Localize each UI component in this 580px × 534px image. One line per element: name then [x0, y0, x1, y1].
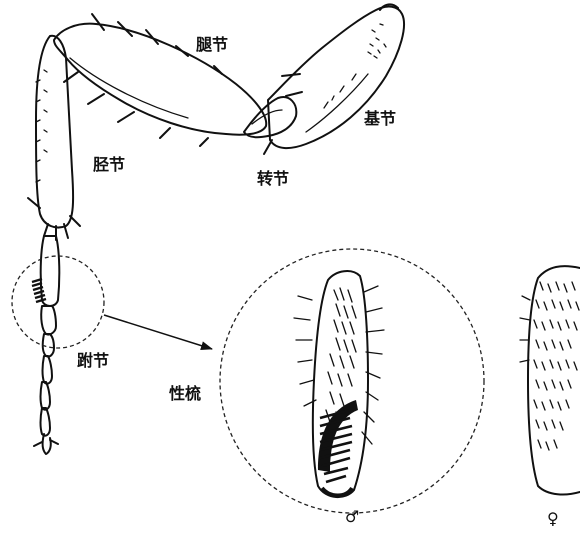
label-tarsus: 跗节: [77, 351, 109, 370]
label-tibia: 胫节: [93, 155, 125, 174]
label-coxa: 基节: [363, 109, 396, 128]
enlarged-male-view: [220, 249, 484, 513]
tibia-segment: [28, 36, 80, 240]
enlarged-view-circle: [220, 249, 484, 513]
leg-drawing: [12, 4, 404, 454]
female-segment: [520, 266, 580, 494]
male-sex-comb-on-leg: [32, 279, 46, 302]
label-trochanter: 转节: [257, 169, 289, 188]
femur-segment: [54, 14, 266, 146]
label-sex-comb: 性梳: [169, 384, 201, 403]
tarsus-segment: [32, 236, 59, 454]
enlarged-sex-comb: [318, 400, 358, 496]
label-femur: 腿节: [196, 35, 228, 54]
symbol-male: ♂: [345, 507, 359, 526]
enlargement-arrow: [104, 315, 212, 349]
symbol-female: ♀: [547, 509, 559, 528]
